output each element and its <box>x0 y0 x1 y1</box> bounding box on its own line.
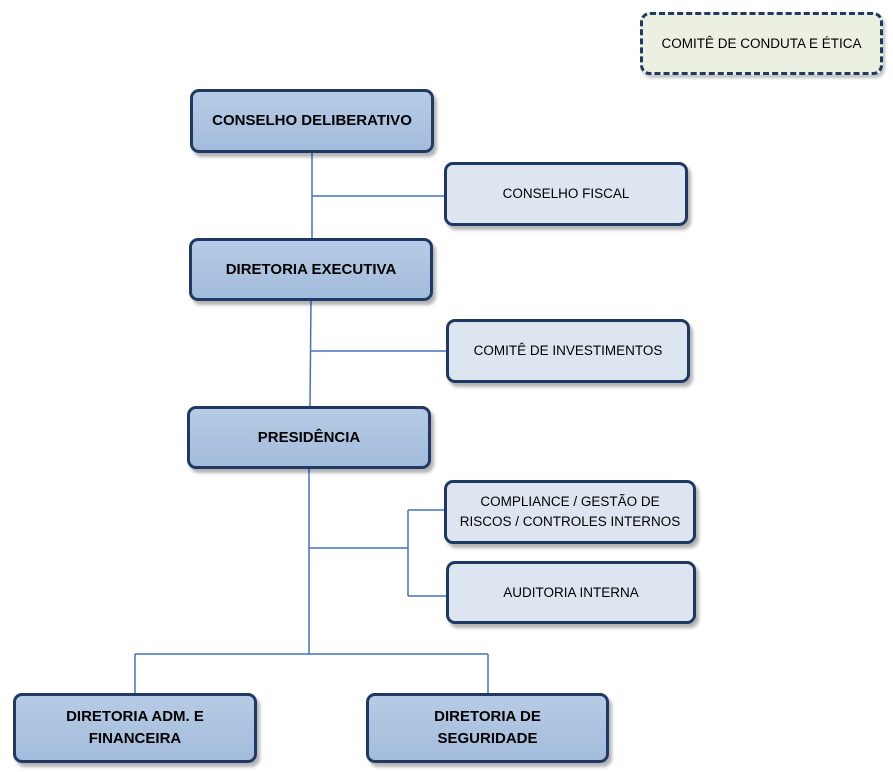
compliance-label: COMPLIANCE / GESTÃO DE RISCOS / CONTROLE… <box>459 494 681 529</box>
fiscal-council-label: CONSELHO FISCAL <box>502 186 630 202</box>
admin-finance-board-label: DIRETORIA ADM. E FINANCEIRA <box>66 708 204 747</box>
social-security-board-label: DIRETORIA DE SEGURIDADE <box>434 708 541 747</box>
ethics-committee-box: COMITÊ DE CONDUTA E ÉTICA <box>640 12 883 75</box>
investment-committee-label: COMITÊ DE INVESTIMENTOS <box>473 343 663 359</box>
fiscal-council-box: CONSELHO FISCAL <box>444 162 688 226</box>
presidency-box: PRESIDÊNCIA <box>187 406 431 469</box>
deliberative-council-label: CONSELHO DELIBERATIVO <box>212 112 412 130</box>
presidency-label: PRESIDÊNCIA <box>257 428 361 446</box>
deliberative-council-box: CONSELHO DELIBERATIVO <box>190 89 434 153</box>
ethics-committee-label: COMITÊ DE CONDUTA E ÉTICA <box>661 35 862 51</box>
executive-board-box: DIRETORIA EXECUTIVA <box>189 238 433 301</box>
social-security-board-box: DIRETORIA DE SEGURIDADE <box>366 693 609 763</box>
internal-audit-label: AUDITORIA INTERNA <box>503 584 639 600</box>
investment-committee-box: COMITÊ DE INVESTIMENTOS <box>446 319 690 383</box>
internal-audit-box: AUDITORIA INTERNA <box>446 561 696 624</box>
compliance-box: COMPLIANCE / GESTÃO DE RISCOS / CONTROLE… <box>444 480 696 544</box>
executive-board-label: DIRETORIA EXECUTIVA <box>225 260 397 278</box>
admin-finance-board-box: DIRETORIA ADM. E FINANCEIRA <box>13 693 257 763</box>
connector-main-2 <box>309 299 312 407</box>
